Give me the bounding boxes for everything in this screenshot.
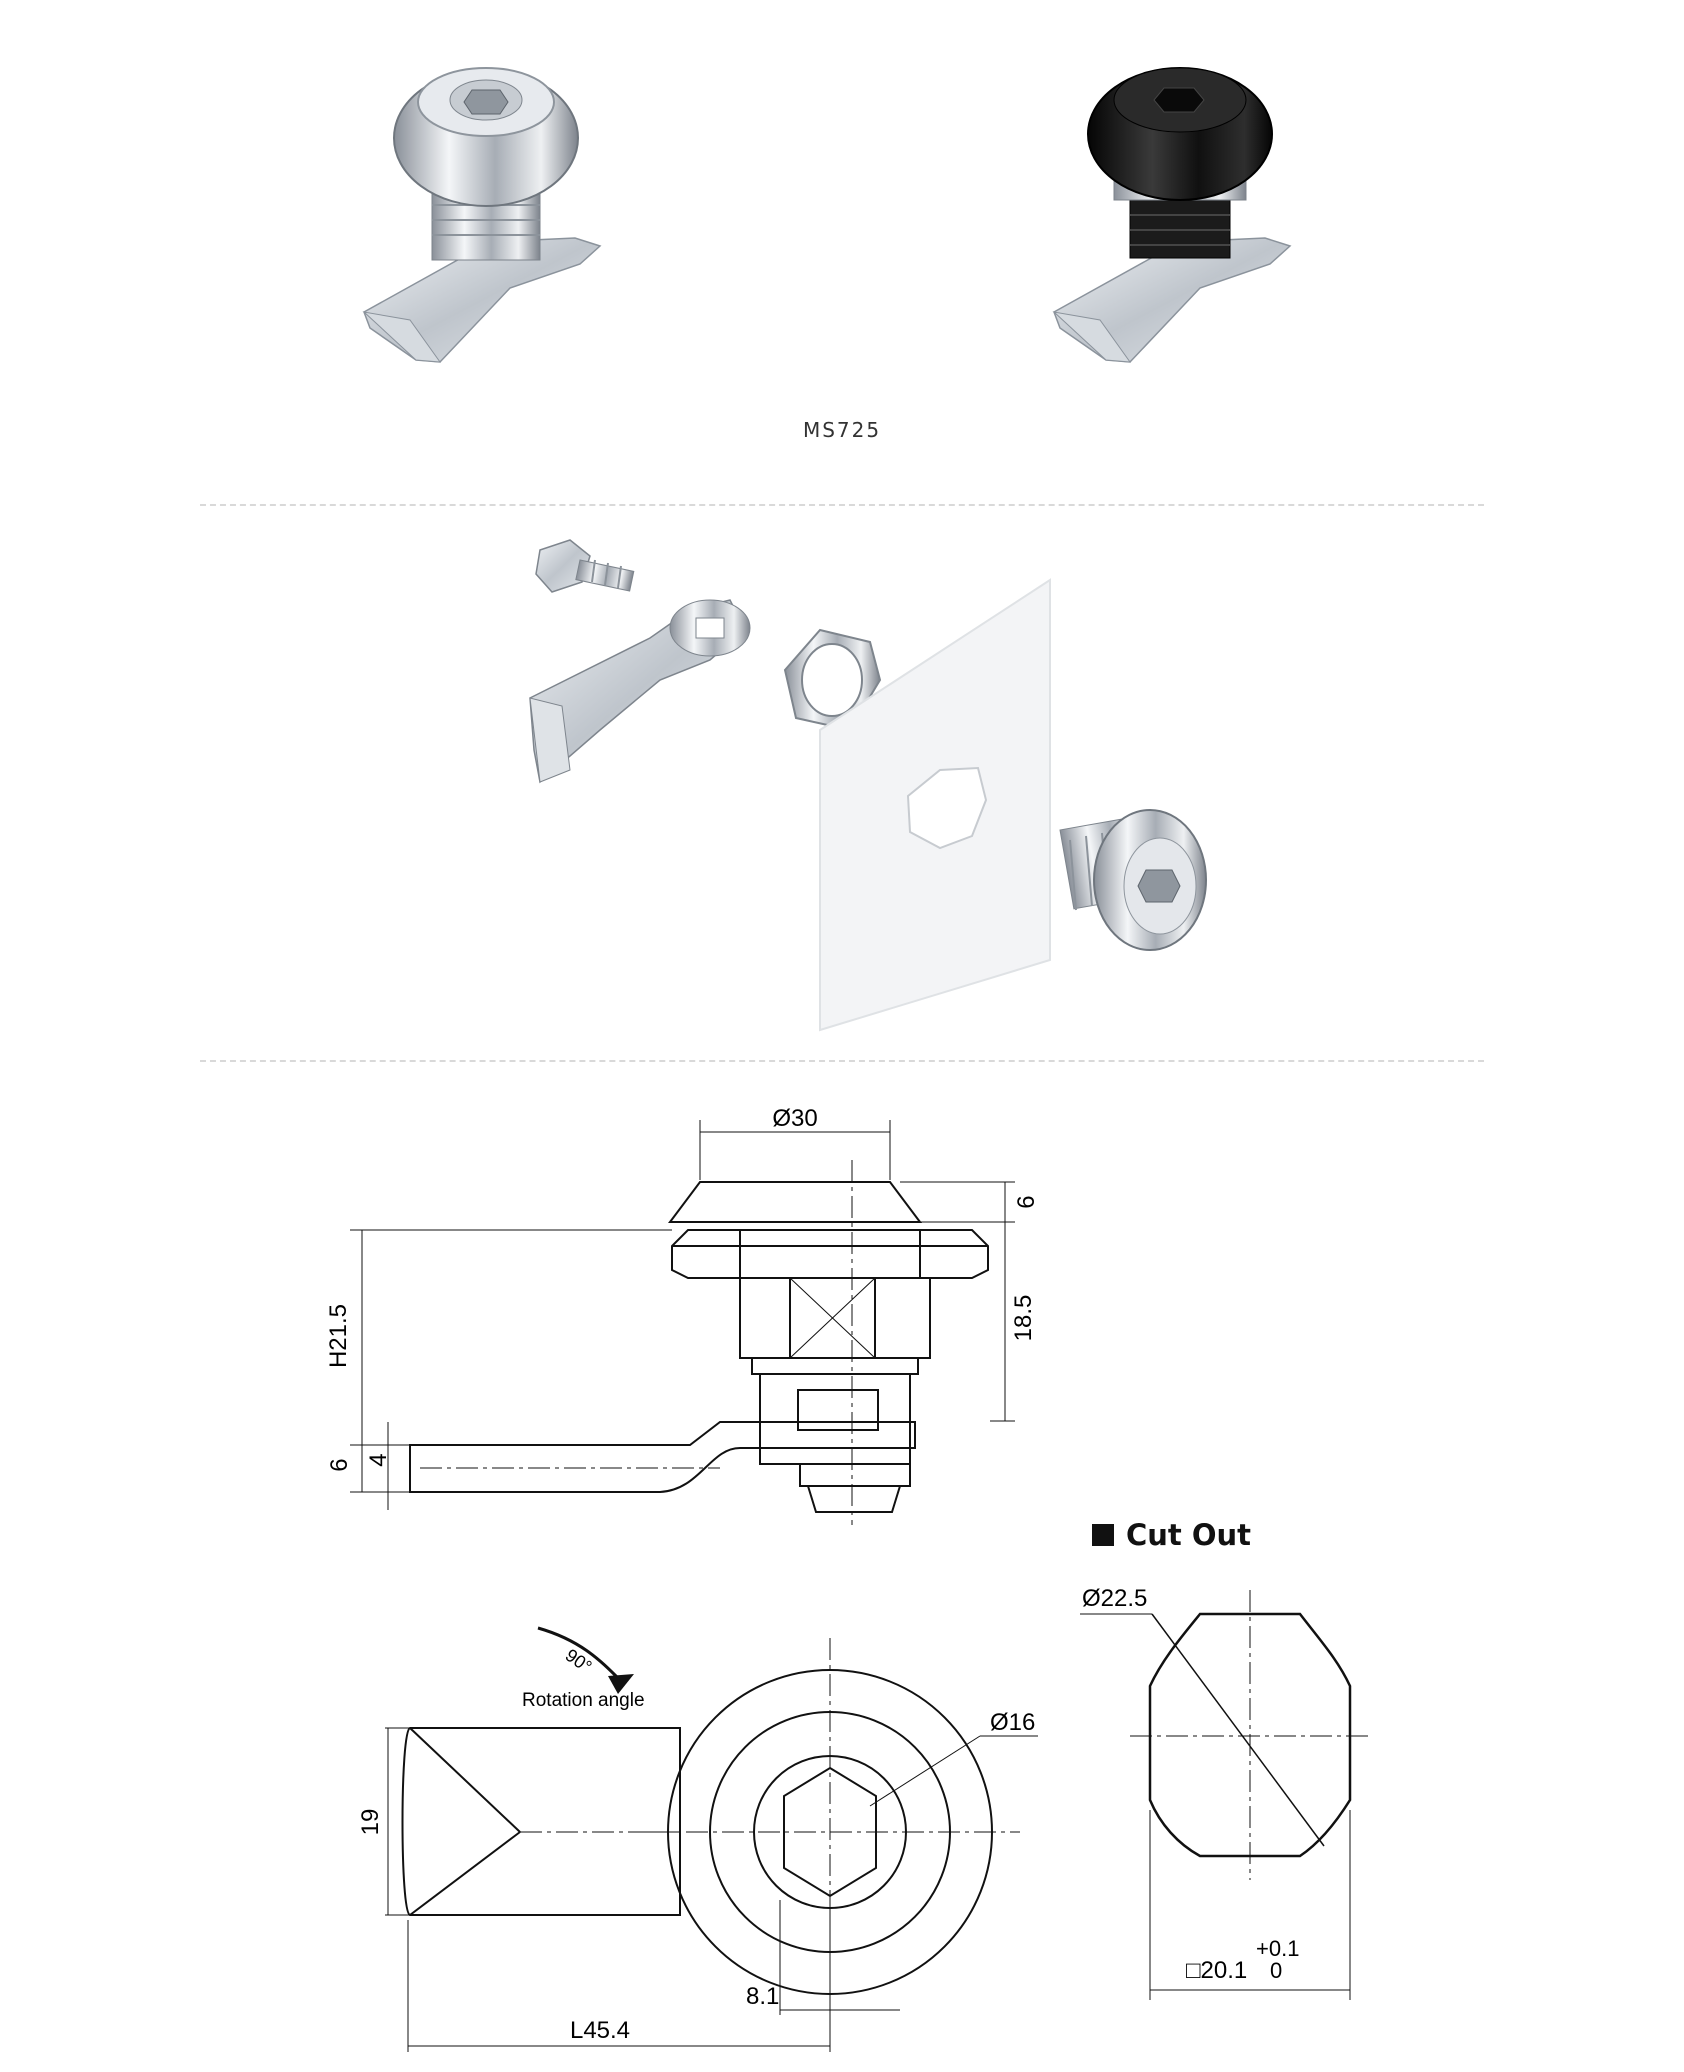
chrome-lock-image	[362, 67, 602, 363]
dim-tol-zero: 0	[1270, 1958, 1282, 1983]
cutout-title-text: Cut Out	[1126, 1518, 1252, 1552]
dim-length: L45.4	[570, 2017, 630, 2044]
cutout-title: Cut Out	[1092, 1518, 1251, 1552]
divider-bottom	[200, 1060, 1484, 1062]
cutout-drawing: Ø22.5 □20.1 +0.1 0	[1080, 1585, 1370, 2000]
dim-inner-diameter: Ø16	[990, 1709, 1035, 1736]
rotation-angle-value: 90°	[562, 1645, 596, 1677]
dim-cam-thickness: 6	[326, 1458, 353, 1471]
lock-body-part	[1059, 809, 1207, 951]
rotation-angle-label: Rotation angle	[522, 1690, 645, 1711]
dim-cam-tip: 4	[365, 1453, 392, 1466]
dim-cutout-square: □20.1	[1186, 1957, 1247, 1984]
front-view-drawing: 90° Rotation angle 19 Ø16 8.1 L45.4	[357, 1626, 1038, 2052]
square-icon	[1092, 1524, 1114, 1546]
dim-height-h: H21.5	[325, 1304, 352, 1368]
exploded-assembly-image	[529, 539, 1207, 1032]
dim-diameter-head: Ø30	[772, 1105, 817, 1132]
hex-nut-part	[783, 628, 882, 732]
divider-top	[200, 504, 1484, 506]
side-view-drawing: Ø30 6 18.5 H21.5 6 4	[325, 1105, 1040, 1525]
cam-part	[529, 599, 751, 784]
dim-cam-width: 19	[357, 1809, 384, 1836]
model-label: MS725	[802, 418, 882, 442]
dim-head-height: 6	[1013, 1195, 1040, 1208]
screw-part	[535, 539, 635, 593]
dim-offset: 8.1	[746, 1983, 779, 2010]
dim-cutout-diameter: Ø22.5	[1082, 1585, 1147, 1612]
dim-tol-plus: +0.1	[1256, 1936, 1299, 1961]
black-lock-image	[1052, 67, 1292, 363]
panel-part	[819, 578, 1051, 1032]
dim-body-height: 18.5	[1010, 1295, 1037, 1342]
